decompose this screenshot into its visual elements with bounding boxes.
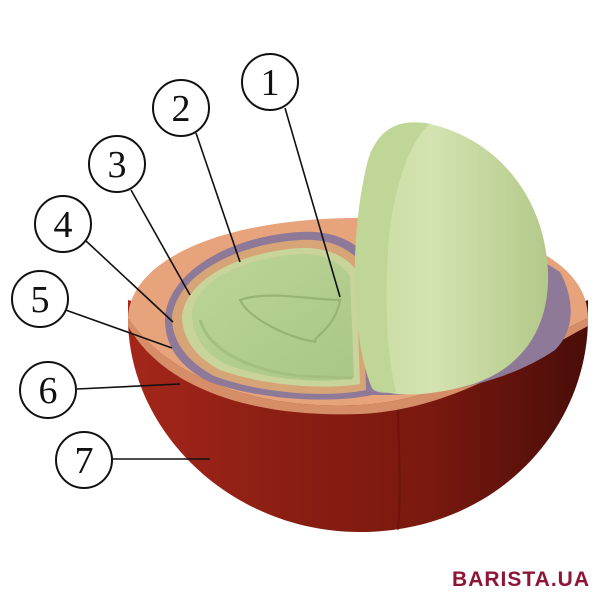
callout-3-label: 3 bbox=[108, 144, 127, 186]
callout-4-label: 4 bbox=[54, 204, 73, 246]
watermark-logo: BARISTA.UA bbox=[452, 568, 590, 591]
callout-3: 3 bbox=[88, 135, 146, 193]
callout-6-label: 6 bbox=[39, 370, 58, 412]
callout-1-label: 1 bbox=[261, 62, 280, 104]
leader-line-4 bbox=[84, 239, 174, 323]
leader-lines bbox=[59, 107, 341, 460]
left-bean bbox=[191, 253, 354, 381]
leader-line-3 bbox=[130, 189, 191, 296]
leader-line-1 bbox=[284, 107, 341, 298]
leader-line-6 bbox=[76, 383, 181, 390]
callout-1: 1 bbox=[241, 53, 299, 111]
callout-4: 4 bbox=[34, 195, 92, 253]
callout-2: 2 bbox=[152, 79, 210, 137]
callout-2-label: 2 bbox=[172, 88, 191, 130]
callout-7-label: 7 bbox=[75, 440, 94, 482]
callout-7: 7 bbox=[55, 431, 113, 489]
leader-line-5 bbox=[59, 307, 173, 349]
callout-5: 5 bbox=[11, 270, 69, 328]
callout-6: 6 bbox=[19, 361, 77, 419]
leader-line-2 bbox=[195, 132, 241, 263]
callout-5-label: 5 bbox=[31, 279, 50, 321]
right-bean bbox=[354, 122, 549, 395]
